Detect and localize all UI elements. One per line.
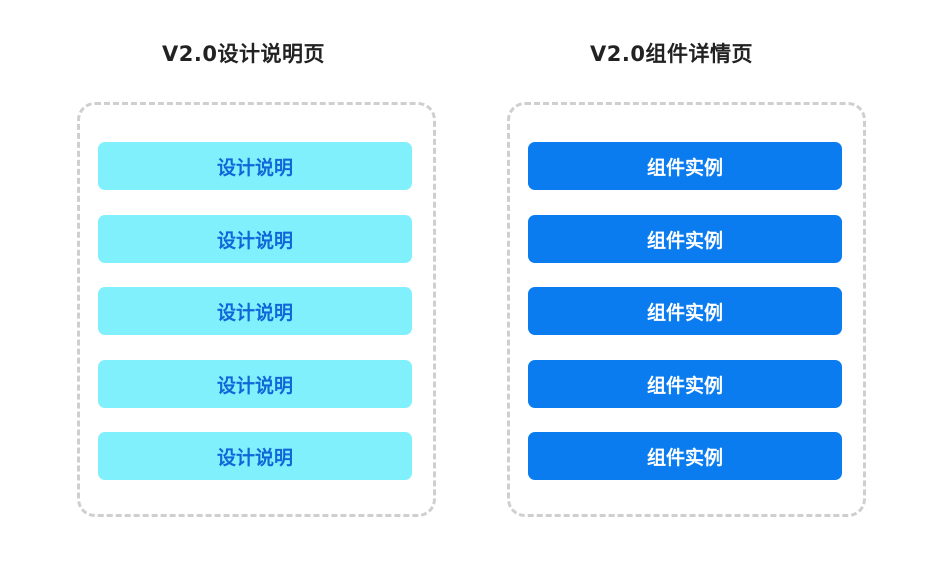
design-description-panel: 设计说明 设计说明 设计说明 设计说明 设计说明 (77, 102, 436, 517)
design-description-item[interactable]: 设计说明 (98, 287, 412, 335)
component-detail-title: V2.0组件详情页 (590, 42, 753, 66)
component-example-item[interactable]: 组件实例 (528, 215, 842, 263)
design-description-title: V2.0设计说明页 (162, 42, 325, 66)
design-description-item[interactable]: 设计说明 (98, 142, 412, 190)
component-example-item[interactable]: 组件实例 (528, 142, 842, 190)
component-detail-panel: 组件实例 组件实例 组件实例 组件实例 组件实例 (507, 102, 866, 517)
component-example-item[interactable]: 组件实例 (528, 432, 842, 480)
design-description-item[interactable]: 设计说明 (98, 432, 412, 480)
design-description-item[interactable]: 设计说明 (98, 215, 412, 263)
design-description-item[interactable]: 设计说明 (98, 360, 412, 408)
component-example-item[interactable]: 组件实例 (528, 360, 842, 408)
component-example-item[interactable]: 组件实例 (528, 287, 842, 335)
